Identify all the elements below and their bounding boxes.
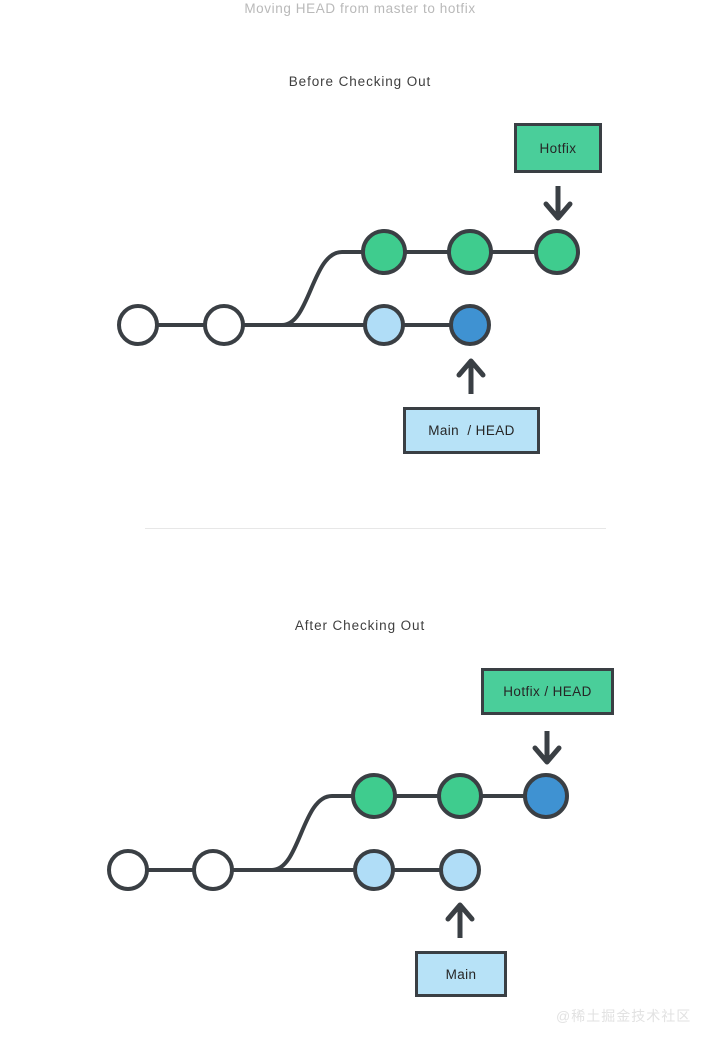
commit-node-5[interactable] [361, 229, 407, 275]
commit-node-6[interactable] [447, 229, 493, 275]
arrow-up-icon [445, 902, 475, 938]
commit-node-3[interactable] [353, 849, 395, 891]
top-caption: Moving HEAD from master to hotfix [244, 1, 476, 16]
commit-node-4[interactable] [439, 849, 481, 891]
commit-node-1[interactable] [117, 304, 159, 346]
section-divider [145, 528, 606, 529]
main-head-pointer-label[interactable]: Main / HEAD [403, 407, 540, 454]
commit-node-5[interactable] [351, 773, 397, 819]
hotfix-branch-line [270, 794, 548, 872]
commit-node-3[interactable] [363, 304, 405, 346]
section-title-before: Before Checking Out [288, 74, 432, 89]
commit-node-4-head[interactable] [449, 304, 491, 346]
main-pointer-label[interactable]: Main [415, 951, 507, 997]
commit-node-2[interactable] [192, 849, 234, 891]
commit-node-1[interactable] [107, 849, 149, 891]
arrow-up-icon [456, 358, 486, 394]
commit-node-7-head[interactable] [523, 773, 569, 819]
hotfix-head-branch-label[interactable]: Hotfix / HEAD [481, 668, 614, 715]
watermark: @稀土掘金技术社区 [556, 1008, 692, 1024]
arrow-down-icon [543, 186, 573, 221]
commit-node-6[interactable] [437, 773, 483, 819]
arrow-down-icon [532, 731, 562, 765]
hotfix-branch-label[interactable]: Hotfix [514, 123, 602, 173]
section-title-after: After Checking Out [294, 618, 426, 633]
commit-node-7[interactable] [534, 229, 580, 275]
hotfix-branch-line [280, 250, 559, 327]
commit-node-2[interactable] [203, 304, 245, 346]
